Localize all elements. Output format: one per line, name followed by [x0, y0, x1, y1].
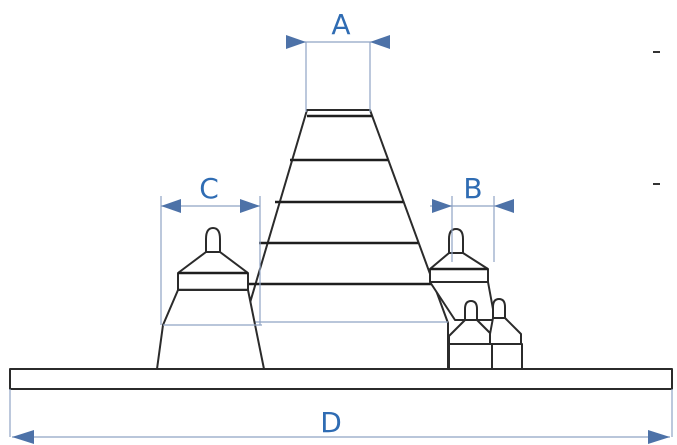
base-plate — [9, 368, 673, 390]
label-a: A — [331, 8, 350, 41]
label-c: C — [199, 172, 219, 205]
main-cone — [243, 109, 449, 370]
arrow-c-left — [161, 199, 181, 213]
small-jar-left — [448, 300, 494, 370]
left-container — [156, 227, 265, 370]
label-b: B — [463, 172, 482, 205]
label-d: D — [320, 406, 342, 439]
arrow-d-left — [12, 430, 34, 444]
arrow-c-right — [240, 199, 260, 213]
arrow-a-right — [370, 35, 390, 49]
right-container — [429, 228, 496, 321]
dimension-b: B — [430, 172, 514, 262]
arrow-b-left — [432, 199, 452, 213]
small-jar-right — [489, 298, 523, 370]
dimension-a: A — [286, 8, 390, 112]
dimension-c: C — [160, 172, 261, 325]
dimension-d: D — [9, 389, 673, 444]
arrow-d-right — [648, 430, 670, 444]
arrow-b-right — [494, 199, 514, 213]
arrow-a-left — [286, 35, 306, 49]
